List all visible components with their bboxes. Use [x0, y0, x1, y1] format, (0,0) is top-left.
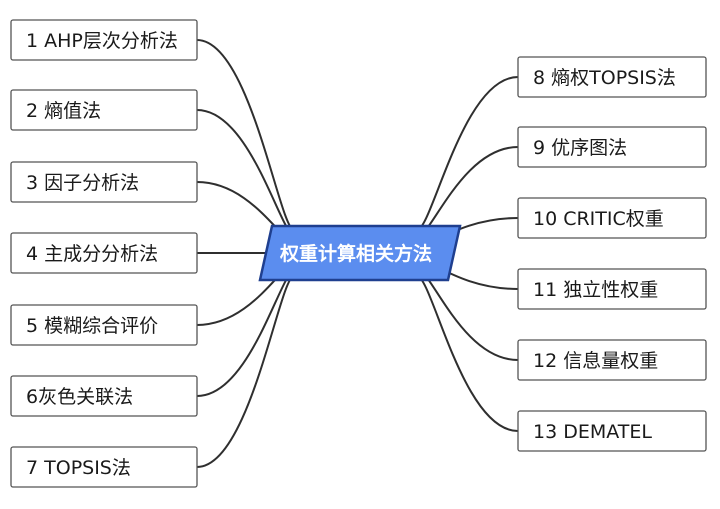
left-node-label: 4 主成分分析法: [26, 243, 158, 265]
right-node-4: 11 独立性权重: [517, 268, 707, 310]
left-node-4: 4 主成分分析法: [10, 232, 198, 274]
right-node-5: 12 信息量权重: [517, 339, 707, 381]
right-node-1: 8 熵权TOPSIS法: [517, 56, 707, 98]
center-node-label: 权重计算相关方法: [279, 242, 432, 265]
left-node-box: [10, 375, 198, 417]
right-node-label: 11 独立性权重: [533, 279, 658, 301]
center-node: 权重计算相关方法: [258, 224, 462, 282]
right-node-box: [517, 339, 707, 381]
right-node-box: [517, 197, 707, 239]
left-node-7: 7 TOPSIS法: [10, 446, 198, 488]
right-connector: [416, 76, 519, 231]
connectors: [196, 39, 519, 468]
left-node-2: 2 熵值法: [10, 89, 198, 131]
left-node-label: 3 因子分析法: [26, 172, 139, 194]
left-connector: [196, 275, 295, 468]
right-connector: [416, 275, 519, 432]
right-node-label: 10 CRITIC权重: [533, 208, 664, 230]
left-node-6: 6灰色关联法: [10, 375, 198, 417]
left-node-label: 7 TOPSIS法: [26, 457, 131, 479]
left-node-box: [10, 89, 198, 131]
right-node-box: [517, 56, 707, 98]
left-node-box: [10, 161, 198, 203]
right-node-label: 12 信息量权重: [533, 350, 658, 372]
left-node-1: 1 AHP层次分析法: [10, 19, 198, 61]
right-node-6: 13 DEMATEL: [517, 410, 707, 452]
left-node-label: 1 AHP层次分析法: [26, 30, 178, 52]
right-node-box: [517, 410, 707, 452]
left-connector: [196, 109, 297, 239]
left-node-3: 3 因子分析法: [10, 161, 198, 203]
right-branch: 8 熵权TOPSIS法 9 优序图法 10 CRITIC权重 11 独立性权重 12 信…: [517, 56, 707, 452]
left-node-label: 5 模糊综合评价: [26, 315, 158, 337]
left-branch: 1 AHP层次分析法 2 熵值法 3 因子分析法 4 主成分分析法 5 模糊综合评价 6灰…: [10, 19, 198, 488]
right-node-label: 13 DEMATEL: [533, 421, 652, 443]
center-node-shape: [258, 224, 462, 282]
right-node-box: [517, 126, 707, 168]
left-node-5: 5 模糊综合评价: [10, 304, 198, 346]
left-connector: [196, 39, 295, 231]
left-node-label: 6灰色关联法: [26, 386, 133, 408]
left-connector: [196, 267, 297, 397]
left-node-box: [10, 232, 198, 274]
right-node-2: 9 优序图法: [517, 126, 707, 168]
right-node-label: 9 优序图法: [533, 137, 627, 159]
left-node-label: 2 熵值法: [26, 100, 101, 122]
right-node-3: 10 CRITIC权重: [517, 197, 707, 239]
left-node-box: [10, 19, 198, 61]
left-node-box: [10, 304, 198, 346]
left-node-box: [10, 446, 198, 488]
right-node-label: 8 熵权TOPSIS法: [533, 67, 676, 89]
right-node-box: [517, 268, 707, 310]
